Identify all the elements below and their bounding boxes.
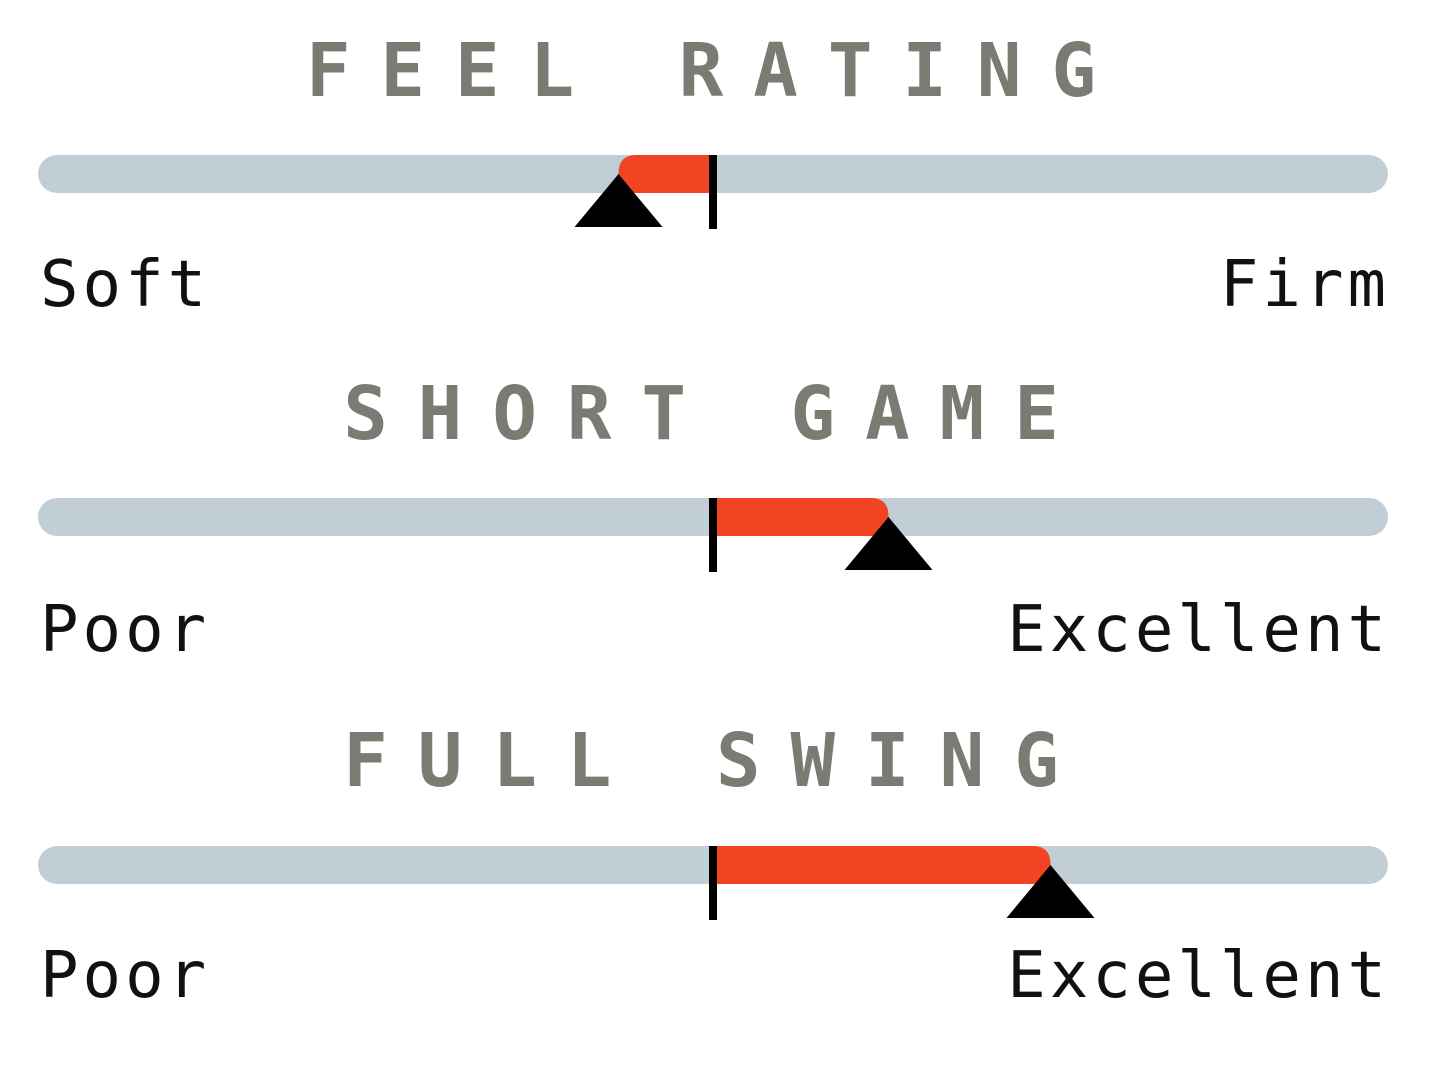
rating-center-tick: [709, 155, 717, 229]
rating-full-swing: FULL SWING Poor Excellent: [38, 718, 1390, 1013]
rating-marker-triangle: [1006, 865, 1095, 918]
rating-title: SHORT GAME: [343, 371, 1089, 457]
rating-marker-triangle: [574, 174, 663, 227]
rating-marker-triangle: [844, 517, 933, 570]
rating-fill-bar: [713, 498, 889, 536]
rating-max-label: Excellent: [1007, 939, 1390, 1013]
rating-center-tick: [709, 498, 717, 572]
rating-min-label: Poor: [40, 593, 210, 667]
rating-max-label: Excellent: [1007, 593, 1390, 667]
rating-min-label: Poor: [40, 939, 210, 1013]
rating-short-game: SHORT GAME Poor Excellent: [38, 371, 1390, 667]
rating-center-tick: [709, 846, 717, 920]
rating-max-label: Firm: [1220, 248, 1390, 322]
rating-feel: FEEL RATING Soft Firm: [38, 28, 1390, 322]
rating-fill-bar: [713, 846, 1051, 884]
rating-min-label: Soft: [40, 248, 210, 322]
rating-title: FEEL RATING: [306, 28, 1126, 114]
rating-fill-bar: [618, 155, 713, 193]
rating-title: FULL SWING: [343, 718, 1089, 804]
